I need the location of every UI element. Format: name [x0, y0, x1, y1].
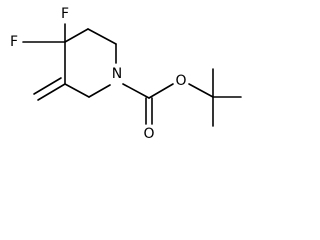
atom-label-f-left: F: [10, 34, 18, 50]
bond-c2-c3: [64, 83, 90, 98]
bond-methylene-b: [33, 77, 62, 95]
atom-labels: F F N O O: [10, 6, 187, 142]
bond-n-c2: [88, 84, 111, 98]
bond-carbonyl-oester: [148, 83, 174, 99]
bond-oester-cq: [188, 83, 214, 98]
atom-label-o-carbonyl: O: [143, 126, 154, 142]
atom-label-f-top: F: [61, 6, 69, 22]
bond-methylene-a: [37, 83, 66, 101]
bond-n-carbonyl: [122, 83, 150, 99]
bonds: [22, 23, 242, 127]
bond-c4-c5: [64, 28, 89, 43]
bond-c5-c6: [87, 28, 117, 45]
chemical-structure: F F N O O: [10, 6, 242, 142]
atom-label-o-ester: O: [175, 73, 186, 89]
atom-label-n: N: [112, 66, 122, 82]
